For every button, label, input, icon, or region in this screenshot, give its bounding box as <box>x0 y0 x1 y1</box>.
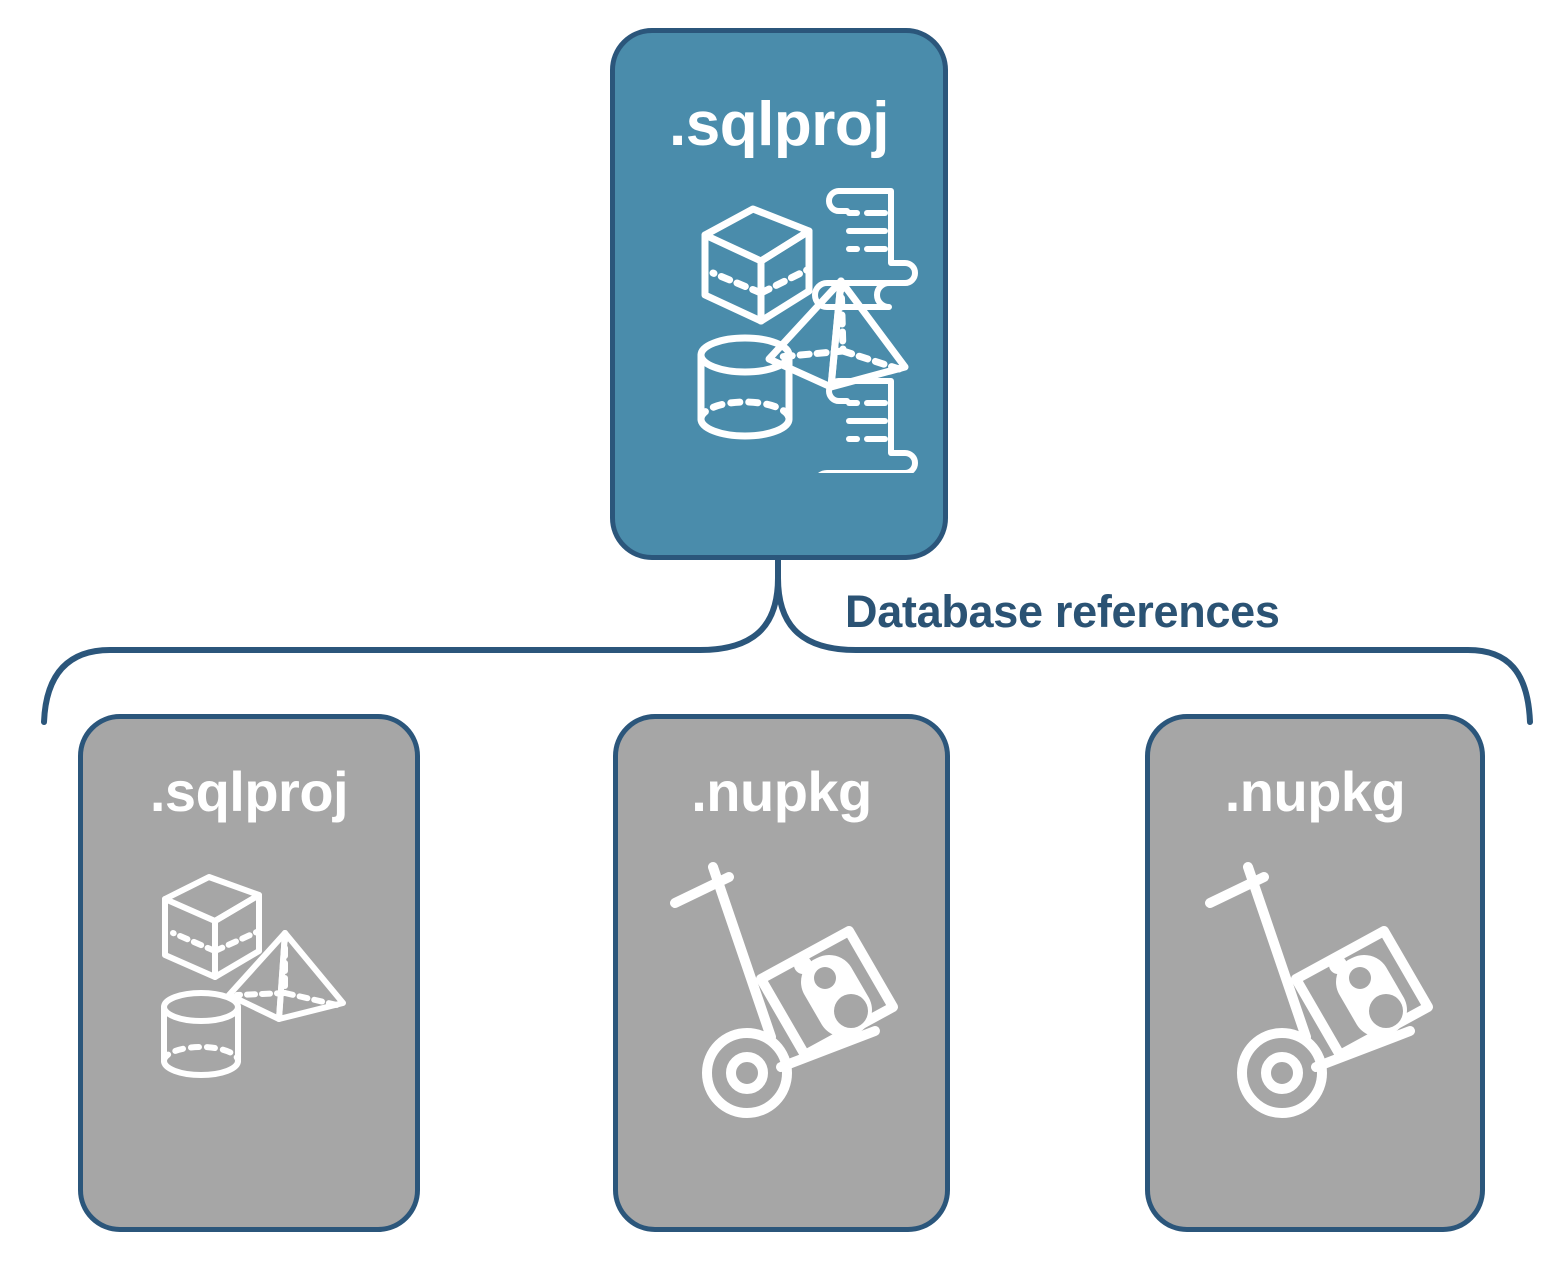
brace-left <box>41 575 781 725</box>
pyramid-icon <box>226 930 346 1022</box>
parent-card-title: .sqlproj <box>669 90 889 159</box>
child-card-nupkg-2[interactable]: .nupkg <box>1145 714 1485 1232</box>
child-card-sqlproj[interactable]: .sqlproj <box>78 714 420 1232</box>
child-card-title-nupkg-2: .nupkg <box>1224 760 1406 823</box>
hand-truck-package-icon <box>670 862 898 1118</box>
nuget-package-glyph <box>794 954 872 1037</box>
parent-card-sqlproj[interactable]: .sqlproj <box>610 28 948 560</box>
cube-icon <box>701 205 813 325</box>
child-card-nupkg-1[interactable]: .nupkg <box>613 714 950 1232</box>
hand-truck-package-icon <box>1205 862 1433 1118</box>
child-sqlproj-icon-cluster <box>133 859 383 1109</box>
cube-icon <box>162 874 262 980</box>
scroll-icon <box>812 378 918 500</box>
nupkg-icon-cluster-1 <box>653 859 933 1139</box>
nuget-package-glyph <box>1329 954 1407 1037</box>
connector-label-database-references: Database references <box>845 586 1280 637</box>
pyramid-icon <box>765 277 909 391</box>
child-card-title-sqlproj: .sqlproj <box>149 760 349 823</box>
nupkg-icon-cluster-2 <box>1188 859 1468 1139</box>
child-card-title-nupkg-1: .nupkg <box>691 760 872 823</box>
scroll-icon <box>812 188 918 310</box>
nuget-package-holes <box>814 967 868 1028</box>
parent-icon-cluster <box>633 173 933 500</box>
cylinder-icon <box>697 334 793 440</box>
cylinder-icon <box>161 990 241 1078</box>
nuget-package-holes <box>1349 967 1403 1028</box>
